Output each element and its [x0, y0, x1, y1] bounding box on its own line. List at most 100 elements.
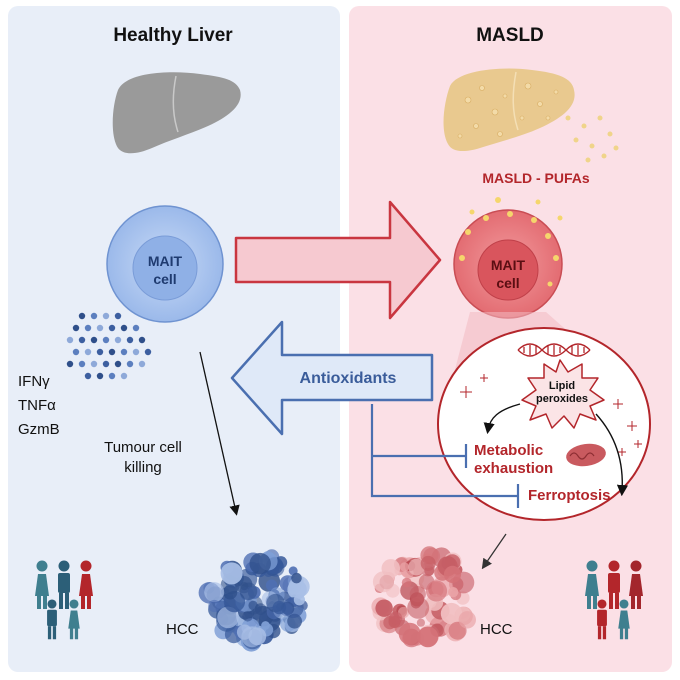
cytokine-dot [90, 336, 98, 344]
hcc-label-left: HCC [166, 621, 199, 638]
person-icon [47, 599, 57, 640]
cytokine-3: GzmB [18, 421, 60, 438]
tumour-cell [420, 555, 436, 571]
cytokine-dot [126, 360, 134, 368]
cytokine-dot [90, 360, 98, 368]
tumour-cell [440, 602, 463, 625]
cytokine-dot [102, 312, 110, 320]
tumour-cell [220, 562, 243, 585]
cytokine-dot [114, 312, 122, 320]
person-icon [58, 560, 70, 609]
person-icon [597, 599, 607, 640]
masld-cell-label-2: cell [496, 275, 519, 291]
metabolic-label-1: Metabolic [474, 442, 543, 459]
tumour-killing-label-2: killing [124, 459, 162, 476]
person-icon [608, 560, 620, 609]
tumour-cell [443, 565, 462, 584]
tumour-cell [407, 596, 430, 619]
tumour-cell [372, 571, 394, 593]
cytokine-dot [120, 372, 128, 380]
cytokine-dot [108, 324, 116, 332]
cytokine-dot [120, 324, 128, 332]
tumour-killing-label-1: Tumour cell [104, 439, 182, 456]
tumour-cell [236, 624, 253, 640]
pufa-label: MASLD - PUFAs [482, 170, 590, 186]
lipid-peroxides-burst [521, 359, 605, 429]
population-masld [585, 560, 643, 640]
person-icon [35, 560, 49, 609]
lipid-label-2: peroxides [536, 393, 588, 405]
cytokine-dot [72, 324, 80, 332]
tumour-cell [222, 585, 238, 600]
antioxidants-label: Antioxidants [300, 370, 397, 387]
tumour-cell [409, 586, 426, 603]
cytokine-dot [78, 336, 86, 344]
person-icon [79, 560, 93, 609]
tumour-cell [401, 577, 412, 588]
tumour-healthy [198, 549, 310, 652]
ros-sparkles [460, 374, 642, 456]
lipid-label-1: Lipid [549, 380, 575, 392]
burst-to-exhaustion-arrow [483, 403, 521, 435]
cytokine-dot [114, 336, 122, 344]
tumour-cell [242, 611, 253, 622]
dna-icon [517, 343, 591, 357]
person-icon [68, 599, 80, 640]
metabolic-label-2: exhaustion [474, 460, 553, 477]
masld-title: MASLD [476, 25, 544, 46]
zoom-inset [437, 327, 651, 521]
burst-to-ferroptosis-arrow [595, 413, 629, 497]
cytokine-dot [102, 336, 110, 344]
cytokine-dot [90, 312, 98, 320]
tumour-cell [399, 562, 410, 572]
cytokine-dot [108, 372, 116, 380]
cytokine-dot [78, 360, 86, 368]
tumour-masld [371, 546, 476, 648]
cytokine-dot [78, 312, 86, 320]
tumour-cell [261, 621, 270, 630]
masld-cell-label-1: MAIT [491, 257, 526, 273]
cytokine-dot [84, 372, 92, 380]
tumour-cell [425, 580, 448, 602]
cytokine-dot [96, 348, 104, 356]
person-icon [585, 560, 599, 609]
tumour-cell [291, 572, 302, 584]
population-healthy [35, 560, 93, 640]
tumour-cell [398, 622, 421, 645]
tumour-cell [293, 594, 305, 606]
healthy-mait-cell [106, 205, 224, 323]
mitochondrion-icon [566, 443, 606, 467]
cytokine-2: TNFα [18, 397, 56, 414]
cytokine-dot [138, 360, 146, 368]
tumour-killing-arrow [199, 351, 240, 516]
tumour-cell [204, 582, 225, 603]
healthy-liver-icon [112, 72, 241, 154]
progression-arrow [234, 200, 442, 320]
fatty-liver-icon [443, 68, 575, 152]
healthy-title: Healthy Liver [113, 25, 233, 46]
ferroptosis-label: Ferroptosis [528, 487, 611, 504]
cytokine-dot [66, 360, 74, 368]
inhibition-lines [370, 404, 520, 508]
person-icon [618, 599, 630, 640]
tumour-cell [417, 626, 439, 648]
tumour-cell [408, 558, 425, 576]
cytokine-dot [132, 348, 140, 356]
tumour-cell [458, 611, 476, 629]
person-icon [629, 560, 643, 609]
cytokine-dot [96, 372, 104, 380]
cytokine-dots [66, 312, 152, 380]
tumour-cell [248, 600, 258, 611]
tumour-cell [249, 552, 271, 575]
tumour-cell [248, 627, 267, 646]
cytokine-dot [108, 348, 116, 356]
healthy-cell-label-2: cell [153, 271, 176, 287]
cytokine-dot [120, 348, 128, 356]
antioxidants-arrow [230, 320, 434, 436]
tumour-cell [375, 599, 393, 617]
tumour-cell [287, 579, 307, 600]
masld-mait-cell [453, 197, 563, 319]
tumour-cell [389, 611, 403, 625]
cytokine-dot [102, 360, 110, 368]
